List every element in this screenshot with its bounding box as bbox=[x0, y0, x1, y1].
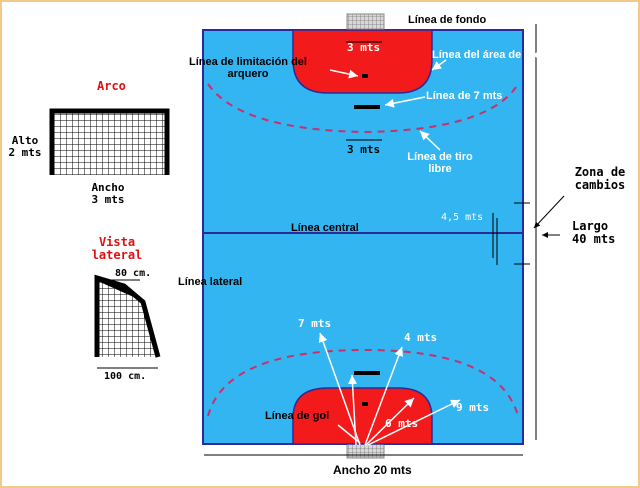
label-linea-tiro-libre: Línea de tiro libre bbox=[407, 151, 473, 176]
goal-side-frame bbox=[94, 274, 161, 358]
label-4-mts: 4 mts bbox=[404, 331, 438, 344]
label-linea-fondo: Línea de fondo bbox=[408, 14, 487, 26]
top-goal-area bbox=[292, 29, 433, 94]
arrow-goal-line bbox=[348, 374, 358, 446]
arrow-6m bbox=[365, 397, 415, 446]
bottom-goalkeeper-limit-mark bbox=[362, 402, 368, 406]
label-linea-gol: Línea de gol bbox=[265, 410, 330, 422]
label-linea-7-mts: Línea de 7 mts bbox=[426, 90, 503, 102]
side-top-bar bbox=[95, 275, 135, 297]
arrow-goal-line-b bbox=[337, 424, 361, 444]
label-ancho-3-mts: Ancho 3 mts bbox=[91, 181, 125, 207]
label-linea-area-arco: Línea del área de arco bbox=[432, 49, 548, 61]
top-7m-mark bbox=[354, 105, 380, 109]
pointer-free-throw bbox=[419, 130, 441, 151]
label-top-3mts-lower: 3 mts bbox=[347, 143, 381, 156]
label-ancho-20-mts: Ancho 20 mts bbox=[333, 463, 412, 477]
top-goalkeeper-limit-mark bbox=[362, 74, 368, 78]
bottom-goal bbox=[346, 443, 385, 459]
arrow-4m bbox=[364, 346, 404, 446]
label-arco-title: Arco bbox=[97, 79, 126, 93]
label-zona-cambios: Zona de cambios bbox=[574, 165, 626, 193]
top-free-throw-line bbox=[207, 83, 519, 134]
label-top-3mts: 3 mts bbox=[347, 41, 381, 54]
label-6-mts: 6 mts bbox=[385, 417, 419, 430]
pointer-limit bbox=[329, 69, 359, 79]
label-largo: Largo 40 mts bbox=[572, 219, 616, 247]
pointer-area bbox=[431, 59, 447, 71]
bottom-free-throw-line bbox=[207, 348, 519, 417]
arrow-9m bbox=[367, 399, 461, 446]
label-linea-limitacion-arquero: Línea de limitación del arquero bbox=[189, 56, 307, 81]
bottom-7m-mark bbox=[354, 371, 380, 375]
label-100-cm: 100 cm. bbox=[104, 371, 147, 382]
label-alto-2-mts: Alto 2 mts bbox=[8, 134, 42, 160]
label-vista-lateral-title: Vista lateral bbox=[91, 235, 143, 263]
label-80-cm: 80 cm. bbox=[115, 268, 152, 279]
label-4-5-mts: 4,5 mts bbox=[441, 212, 484, 223]
label-9-mts: 9 mts bbox=[456, 401, 490, 414]
label-linea-central: Línea central bbox=[291, 222, 359, 234]
arrow-7m bbox=[318, 332, 361, 446]
pointer-7m bbox=[384, 96, 426, 108]
goal-front-net bbox=[52, 113, 167, 175]
goal-side-net bbox=[97, 280, 158, 357]
top-goal bbox=[346, 13, 385, 31]
zona-cambios-arrow bbox=[533, 195, 565, 229]
goal-front-frame bbox=[49, 108, 170, 175]
label-7-mts: 7 mts bbox=[298, 317, 332, 330]
label-linea-lateral: Línea lateral bbox=[178, 276, 243, 288]
